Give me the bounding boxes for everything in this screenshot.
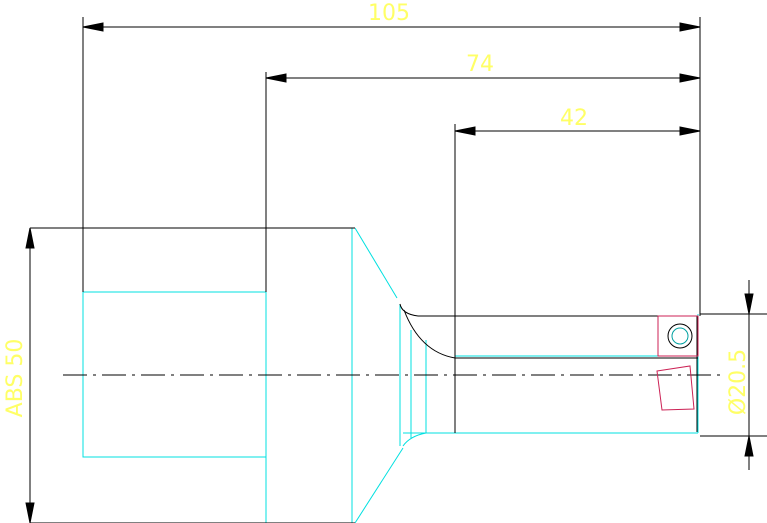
insert-screw-outer <box>667 323 693 349</box>
dim-cutting-diameter: Ø20.5 <box>726 349 751 415</box>
extension-lines <box>82 17 767 437</box>
insert-screw-inner <box>671 327 689 345</box>
insert-lower <box>656 365 695 411</box>
cone-lower <box>354 447 404 523</box>
cone-upper <box>354 227 398 299</box>
dim-short-length: 42 <box>560 106 588 131</box>
mid-fillet <box>403 309 456 359</box>
dim-shank-diameter: ABS 50 <box>3 339 28 418</box>
tool-body-edges <box>30 227 698 523</box>
upper-fillet <box>399 303 419 317</box>
dim-overall-length: 105 <box>368 1 410 26</box>
dim-mid-length: 74 <box>466 52 494 77</box>
neck-lower-fillet <box>402 432 427 447</box>
insert-upper <box>657 315 699 357</box>
dimension-lines <box>25 22 754 523</box>
